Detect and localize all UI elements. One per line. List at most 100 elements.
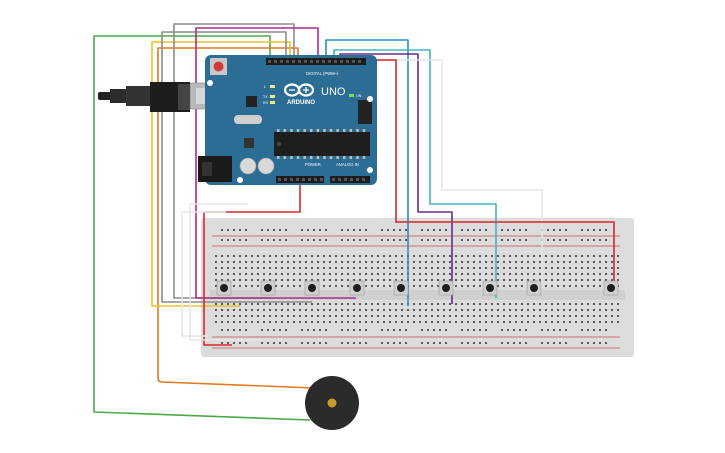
terminal-hole: [275, 255, 277, 257]
header-pin[interactable]: [274, 60, 277, 63]
header-pin[interactable]: [316, 60, 319, 63]
header-pin[interactable]: [314, 178, 317, 181]
terminal-hole: [587, 309, 589, 311]
wire-magenta[interactable]: [195, 27, 356, 299]
wire-teal[interactable]: [333, 49, 497, 298]
terminal-hole: [287, 279, 289, 281]
wire-white-loop-2[interactable]: [181, 211, 226, 337]
rail-hole: [501, 239, 503, 241]
terminal-hole: [335, 261, 337, 263]
terminal-hole: [215, 273, 217, 275]
pushbutton[interactable]: [603, 280, 619, 296]
pushbutton[interactable]: [482, 280, 498, 296]
header-pin[interactable]: [362, 178, 365, 181]
header-pin[interactable]: [338, 178, 341, 181]
header-pin[interactable]: [340, 60, 343, 63]
header-pin[interactable]: [304, 60, 307, 63]
header-pin[interactable]: [284, 178, 287, 181]
pushbutton[interactable]: [349, 280, 365, 296]
dc-barrel-jack: [198, 156, 232, 182]
header-pin[interactable]: [334, 60, 337, 63]
piezo-buzzer[interactable]: [305, 376, 359, 430]
rail-hole: [227, 329, 229, 331]
wire-gray-2[interactable]: [161, 31, 312, 303]
terminal-hole: [503, 309, 505, 311]
pushbutton[interactable]: [260, 280, 276, 296]
wire-orange-buzzer[interactable]: [157, 47, 315, 389]
terminal-hole: [461, 273, 463, 275]
rail-hole: [587, 229, 589, 231]
terminal-hole: [221, 321, 223, 323]
pushbutton[interactable]: [438, 280, 454, 296]
header-pin[interactable]: [290, 178, 293, 181]
digital-header-label: DIGITAL (PWM~): [306, 71, 339, 76]
wire-purple[interactable]: [339, 53, 453, 304]
header-pin[interactable]: [292, 60, 295, 63]
rail-hole: [473, 239, 475, 241]
wire-red-rail[interactable]: [356, 59, 615, 282]
header-pin[interactable]: [352, 60, 355, 63]
arduino-uno-board[interactable]: ARDUINO UNO DIGITAL (PWM~) POWER ANALOG …: [98, 55, 377, 185]
terminal-hole: [443, 321, 445, 323]
terminal-hole: [461, 303, 463, 305]
header-pin[interactable]: [320, 178, 323, 181]
terminal-hole: [509, 303, 511, 305]
header-pin[interactable]: [278, 178, 281, 181]
header-pin[interactable]: [286, 60, 289, 63]
chip-leg: [303, 129, 306, 132]
terminal-hole: [497, 279, 499, 281]
terminal-hole: [329, 285, 331, 287]
header-pin[interactable]: [280, 60, 283, 63]
terminal-hole: [329, 273, 331, 275]
terminal-hole: [341, 315, 343, 317]
rail-hole: [581, 342, 583, 344]
terminal-hole: [599, 279, 601, 281]
terminal-hole: [401, 255, 403, 257]
terminal-hole: [311, 267, 313, 269]
terminal-hole: [215, 315, 217, 317]
terminal-hole: [383, 267, 385, 269]
wire-green-buzzer[interactable]: [93, 35, 311, 421]
terminal-hole: [455, 273, 457, 275]
terminal-hole: [263, 321, 265, 323]
wire-white-loop[interactable]: [189, 203, 262, 341]
header-pin[interactable]: [310, 60, 313, 63]
terminal-hole: [467, 309, 469, 311]
header-pin[interactable]: [328, 60, 331, 63]
terminal-hole: [311, 273, 313, 275]
terminal-hole: [485, 255, 487, 257]
pushbutton[interactable]: [304, 280, 320, 296]
terminal-hole: [527, 267, 529, 269]
led-l-label: L: [264, 85, 266, 89]
header-pin[interactable]: [302, 178, 305, 181]
header-pin[interactable]: [296, 178, 299, 181]
header-pin[interactable]: [350, 178, 353, 181]
terminal-hole: [371, 279, 373, 281]
rail-hole: [261, 229, 263, 231]
header-pin[interactable]: [298, 60, 301, 63]
terminal-hole: [539, 321, 541, 323]
terminal-hole: [365, 321, 367, 323]
header-pin[interactable]: [358, 60, 361, 63]
pushbutton[interactable]: [526, 280, 542, 296]
rail-hole: [399, 329, 401, 331]
header-pin[interactable]: [346, 60, 349, 63]
header-pin[interactable]: [344, 178, 347, 181]
pushbutton[interactable]: [216, 280, 232, 296]
header-pin[interactable]: [356, 178, 359, 181]
terminal-hole: [563, 303, 565, 305]
terminal-hole: [257, 285, 259, 287]
chip-leg: [349, 156, 353, 159]
wire-blue[interactable]: [325, 39, 409, 306]
terminal-hole: [581, 315, 583, 317]
terminal-hole: [497, 261, 499, 263]
header-pin[interactable]: [308, 178, 311, 181]
header-pin[interactable]: [322, 60, 325, 63]
terminal-hole: [245, 261, 247, 263]
pushbutton[interactable]: [393, 280, 409, 296]
header-pin[interactable]: [332, 178, 335, 181]
reset-button[interactable]: [210, 58, 227, 75]
terminal-hole: [551, 261, 553, 263]
terminal-hole: [305, 309, 307, 311]
header-pin[interactable]: [268, 60, 271, 63]
